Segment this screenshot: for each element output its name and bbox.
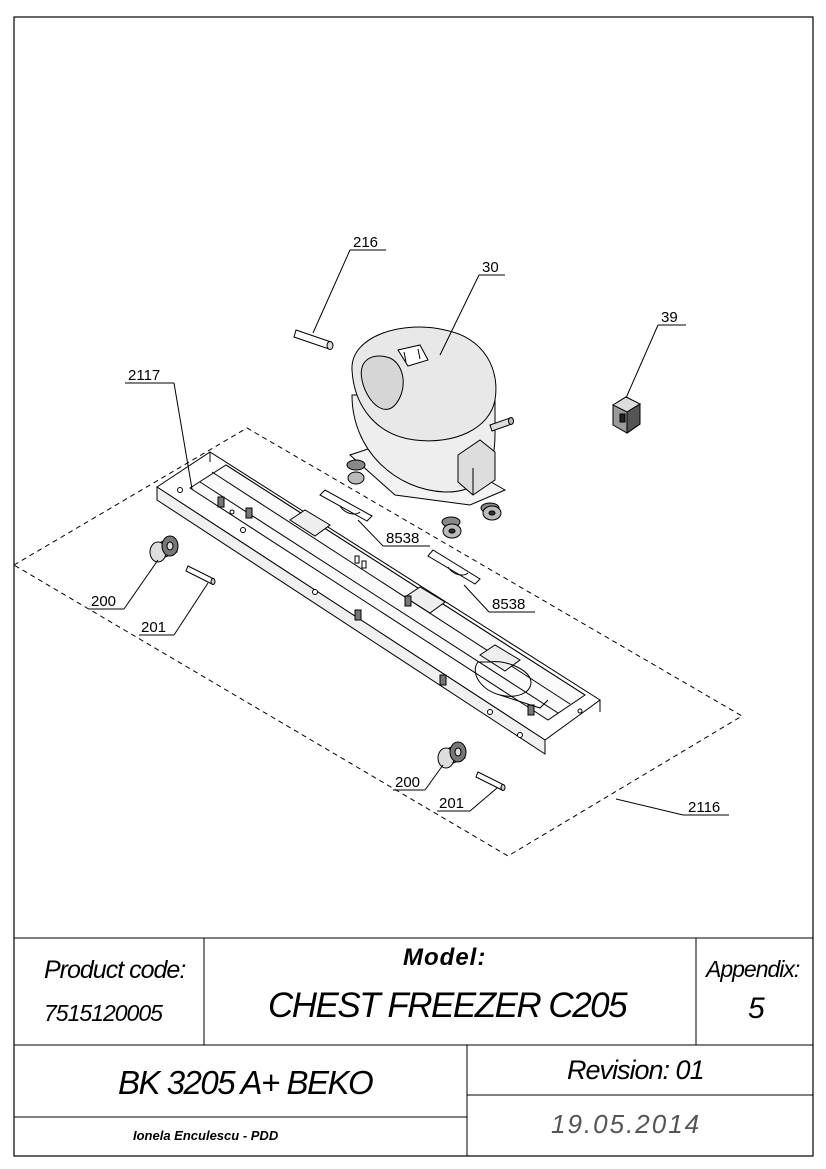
revision: Revision: 01 bbox=[567, 1055, 705, 1085]
part-201-pin-a bbox=[185, 565, 216, 585]
part-216-rod bbox=[293, 329, 334, 350]
part-8538-clamp-a bbox=[319, 489, 373, 522]
part-200-rubber-foot-b bbox=[437, 741, 467, 769]
assembly-boundary-2116 bbox=[13, 427, 743, 857]
callout-200-b: 200 bbox=[395, 774, 420, 791]
product-code-label: Product code: bbox=[44, 956, 186, 984]
product-code-value: 7515120005 bbox=[44, 1000, 163, 1026]
date: 19.05.2014 bbox=[551, 1109, 702, 1139]
appendix-label: Appendix: bbox=[706, 956, 800, 982]
product-name: BK 3205 A+ BEKO bbox=[118, 1064, 374, 1101]
callout-201-b: 201 bbox=[439, 795, 464, 812]
title-block-grid bbox=[14, 937, 813, 1156]
callout-8538-b: 8538 bbox=[492, 596, 525, 613]
callout-8538-a: 8538 bbox=[386, 530, 419, 547]
part-30-compressor bbox=[346, 326, 514, 539]
appendix-value: 5 bbox=[748, 992, 765, 1025]
callout-2117: 2117 bbox=[128, 367, 160, 384]
sheet-border bbox=[13, 16, 814, 1157]
part-201-pin-b bbox=[475, 771, 506, 791]
model-label: Model: bbox=[403, 944, 487, 971]
callout-200-a: 200 bbox=[91, 593, 116, 610]
callout-2116: 2116 bbox=[688, 799, 720, 816]
callout-30: 30 bbox=[482, 259, 499, 276]
part-200-rubber-foot-a bbox=[149, 535, 179, 563]
part-39-relay bbox=[611, 396, 642, 434]
callout-201-a: 201 bbox=[141, 619, 166, 636]
part-8538-clamp-b bbox=[427, 549, 481, 585]
author: Ionela Enculescu - PDD bbox=[133, 1128, 279, 1143]
model-value: CHEST FREEZER C205 bbox=[268, 986, 628, 1025]
leader-lines bbox=[89, 249, 729, 816]
callout-216: 216 bbox=[353, 234, 378, 251]
callout-39: 39 bbox=[661, 309, 678, 326]
part-2117-base-frame bbox=[156, 451, 601, 755]
